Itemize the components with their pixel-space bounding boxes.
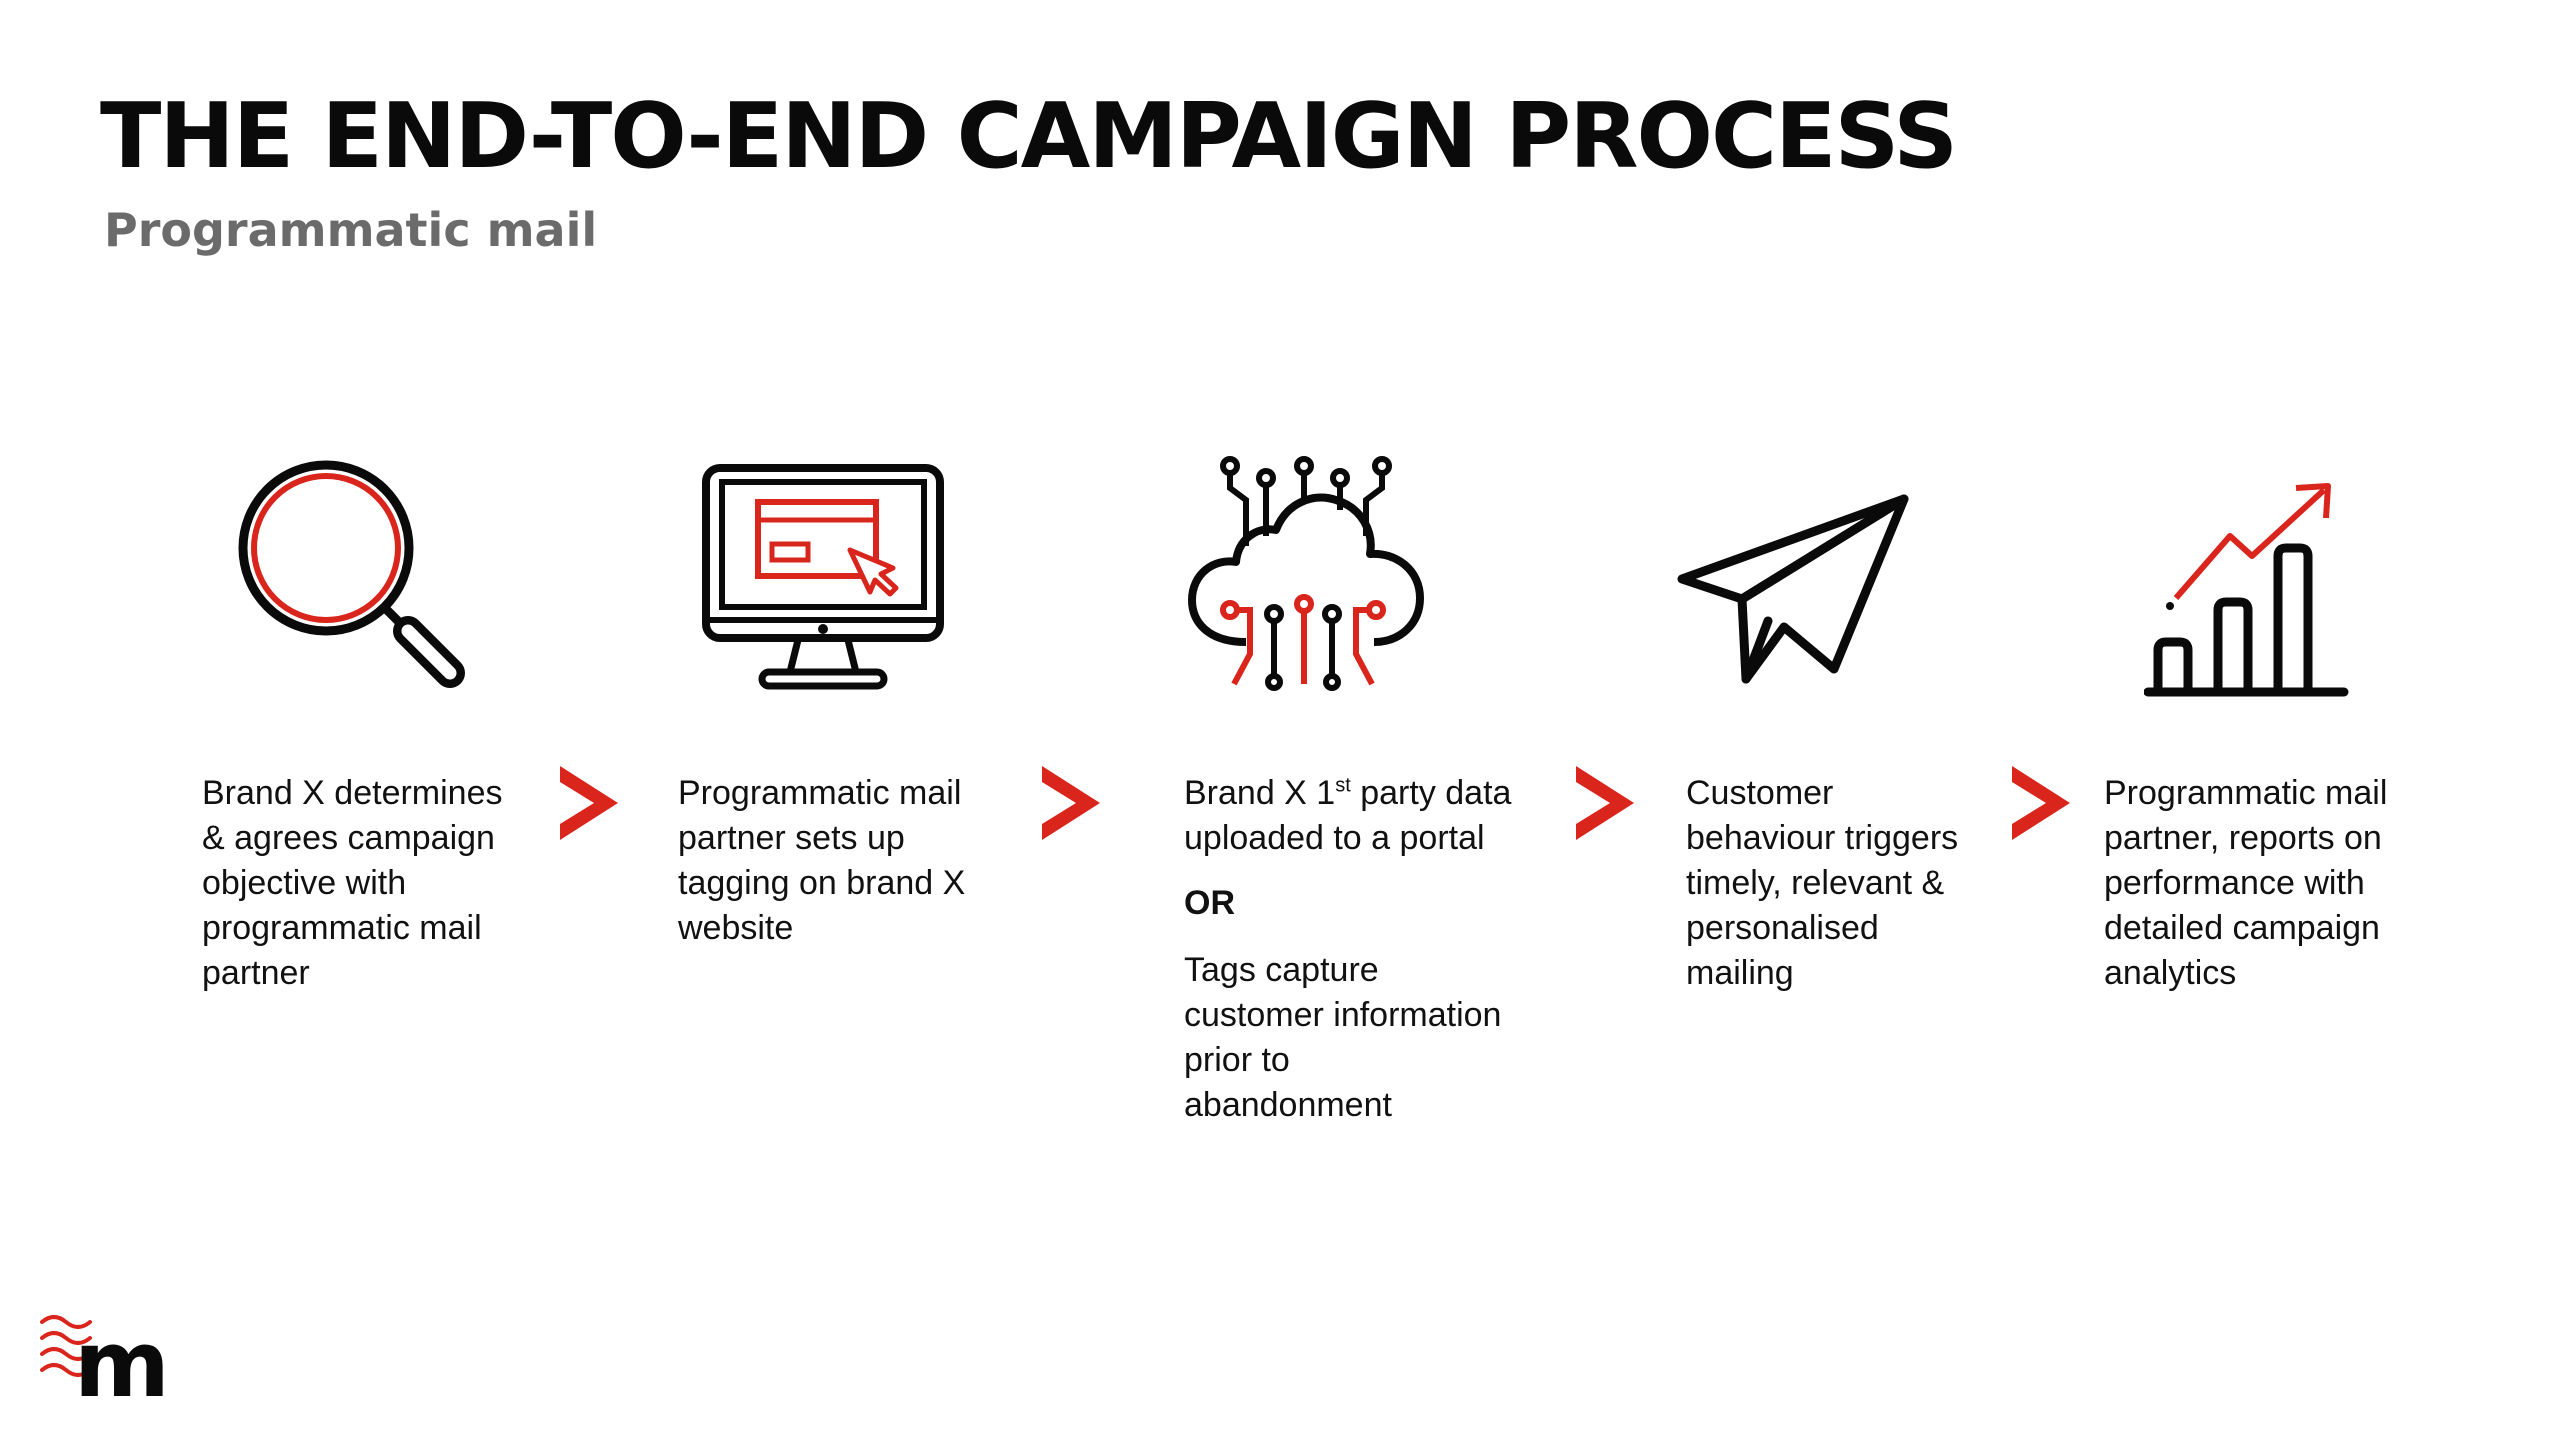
step-1-description: Brand X determines & agrees campaign obj… <box>202 774 503 992</box>
step-4-text: Customer behaviour triggers timely, rele… <box>1686 771 1986 996</box>
cloud-data-icon <box>1188 456 1424 691</box>
m-logo-icon: m <box>40 1311 170 1404</box>
step-3-text: Brand X 1st party data uploaded to a por… <box>1184 771 1514 1128</box>
step-4-description: Customer behaviour triggers timely, rele… <box>1686 774 1959 992</box>
step-3-extra: Tags capture customer information prior … <box>1184 951 1502 1124</box>
step-5-description: Programmatic mail partner, reports on pe… <box>2104 774 2388 992</box>
chevron-right-icon <box>2012 766 2070 840</box>
magnifying-glass-icon <box>238 460 465 688</box>
logo-text: m <box>74 1311 170 1404</box>
step-2-text: Programmatic mail partner sets up taggin… <box>678 771 1008 951</box>
step-2-description: Programmatic mail partner sets up taggin… <box>678 774 966 947</box>
step-3-description: Brand X 1st party data uploaded to a por… <box>1184 771 1514 861</box>
step-3-text-pre: Brand X 1 <box>1184 774 1336 812</box>
monitor-icon <box>702 464 944 690</box>
page-title: THE END-TO-END CAMPAIGN PROCESS <box>100 84 1958 189</box>
step-5-text: Programmatic mail partner, reports on pe… <box>2104 771 2424 996</box>
paper-plane-icon <box>1677 494 1909 684</box>
chevron-right-icon <box>1042 766 1100 840</box>
step-3-text-sup: st <box>1335 774 1351 797</box>
chevron-right-icon <box>560 766 618 840</box>
page-subtitle: Programmatic mail <box>104 203 598 257</box>
step-1-text: Brand X determines & agrees campaign obj… <box>202 771 532 996</box>
step-3-text-post: party data uploaded to a portal <box>1184 774 1512 857</box>
chevron-right-icon <box>1576 766 1634 840</box>
step-3-or-label: OR <box>1184 884 1235 922</box>
growth-chart-icon <box>2144 483 2349 697</box>
